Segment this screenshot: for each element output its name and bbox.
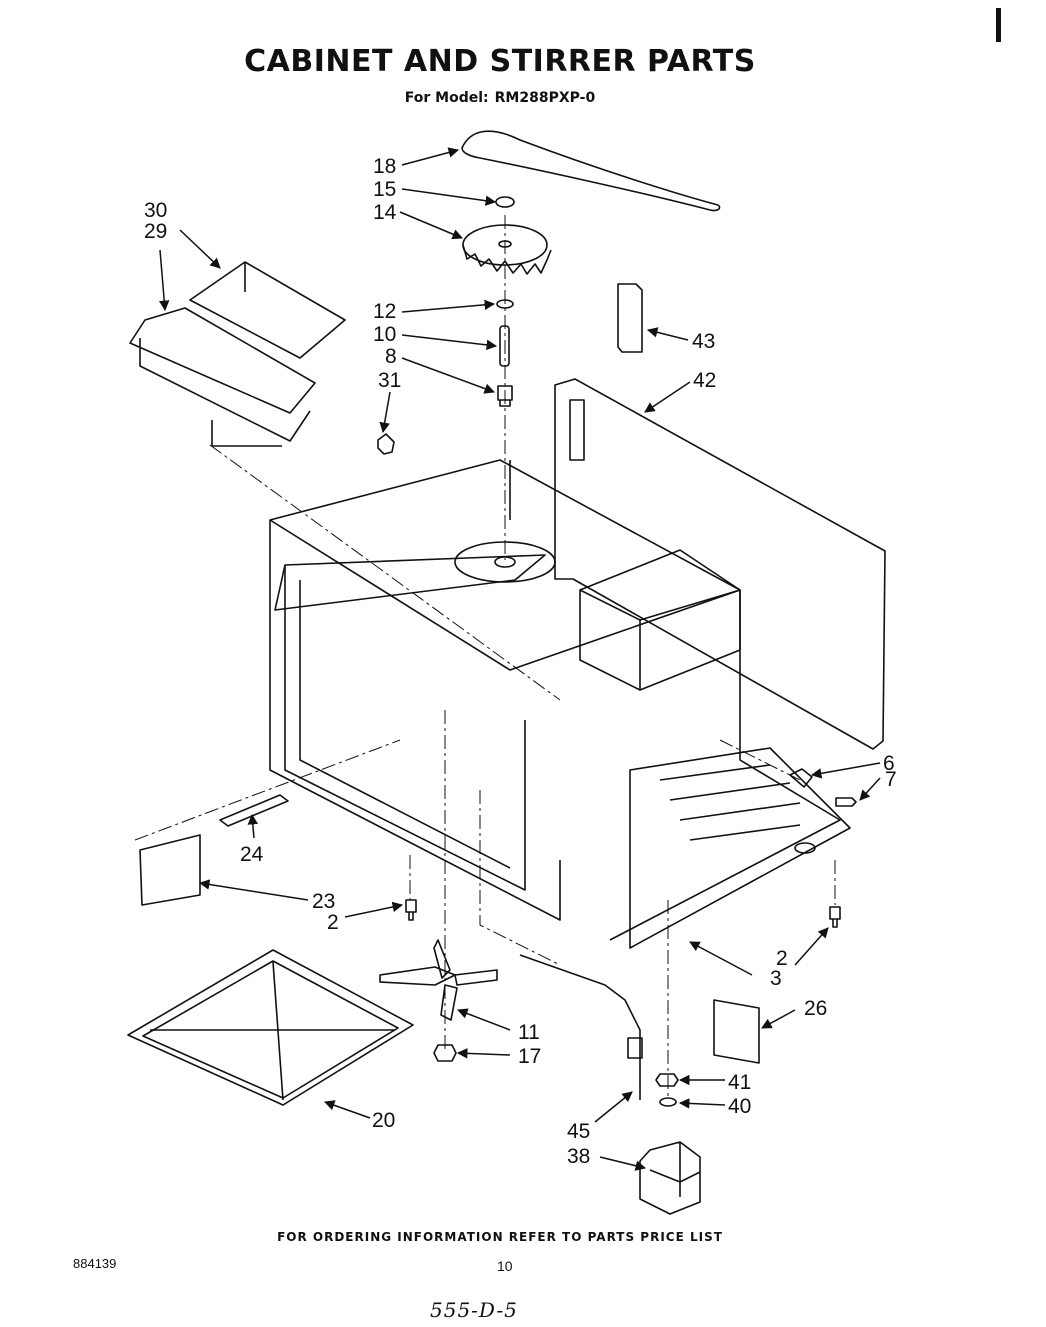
callout-40: 40 <box>728 1095 751 1118</box>
stirrer-fan-blade <box>379 939 498 1021</box>
air-duct-assembly <box>129 261 346 447</box>
part-15-washer <box>495 196 515 208</box>
cabinet-base-plate <box>629 747 851 949</box>
cover-part-26 <box>713 999 760 1064</box>
callout-26: 26 <box>804 997 827 1020</box>
callout-20: 20 <box>372 1109 395 1132</box>
callout-2-right: 2 <box>776 947 788 970</box>
callout-labels: 18 15 14 30 29 12 10 8 31 43 42 6 7 24 2… <box>144 155 897 1168</box>
callout-6: 6 <box>883 752 895 775</box>
handwritten-code: 555-D-5 <box>430 1298 518 1322</box>
callout-24: 24 <box>240 843 264 866</box>
corner-registration-mark <box>996 8 1001 42</box>
callout-29: 29 <box>144 220 167 243</box>
callout-10: 10 <box>373 323 396 346</box>
nut-part-41 <box>655 1073 679 1087</box>
callout-12: 12 <box>373 300 396 323</box>
callout-23: 23 <box>312 890 335 913</box>
model-subtitle: For Model: RM288PXP-0 <box>0 90 1000 106</box>
callout-14: 14 <box>373 201 397 224</box>
stirrer-pulley <box>462 224 552 275</box>
screw-part-2-left <box>405 899 417 921</box>
model-number: RM288PXP-0 <box>494 90 596 106</box>
washer-part-40 <box>659 1097 677 1107</box>
callout-2-left: 2 <box>327 911 339 934</box>
callout-41: 41 <box>728 1071 751 1094</box>
callout-31: 31 <box>378 369 401 392</box>
callout-42: 42 <box>693 369 716 392</box>
screw-part-7 <box>835 797 857 807</box>
callout-3: 3 <box>770 967 782 990</box>
screw-part-2-right <box>829 906 841 928</box>
latch-strip <box>219 794 289 827</box>
callout-11: 11 <box>518 1021 540 1044</box>
oven-tray <box>127 949 414 1106</box>
side-panel-part-23 <box>139 834 201 906</box>
callout-30: 30 <box>144 199 167 222</box>
rear-panel <box>554 378 886 750</box>
page-title: CABINET AND STIRRER PARTS <box>244 44 756 79</box>
callout-17: 17 <box>518 1045 541 1068</box>
probe-lead <box>519 954 641 1100</box>
callout-15: 15 <box>373 178 396 201</box>
stirrer-bearing <box>497 385 513 407</box>
callout-43: 43 <box>692 330 715 353</box>
clip-part-31 <box>377 433 395 455</box>
document-number: 884139 <box>73 1256 117 1271</box>
subtitle-prefix: For Model: <box>404 90 489 106</box>
ordering-info: FOR ORDERING INFORMATION REFER TO PARTS … <box>277 1230 723 1244</box>
cabinet-shell <box>269 459 841 941</box>
callout-7: 7 <box>885 768 897 791</box>
callout-8: 8 <box>385 345 397 368</box>
bracket-part-43 <box>617 283 643 353</box>
callout-18: 18 <box>373 155 396 178</box>
nut-part-17 <box>433 1044 457 1062</box>
stirrer-motor <box>639 1141 701 1215</box>
callout-45: 45 <box>567 1120 590 1143</box>
callout-38: 38 <box>567 1145 590 1168</box>
page-number: 10 <box>497 1258 513 1274</box>
stirrer-belt <box>461 130 721 212</box>
